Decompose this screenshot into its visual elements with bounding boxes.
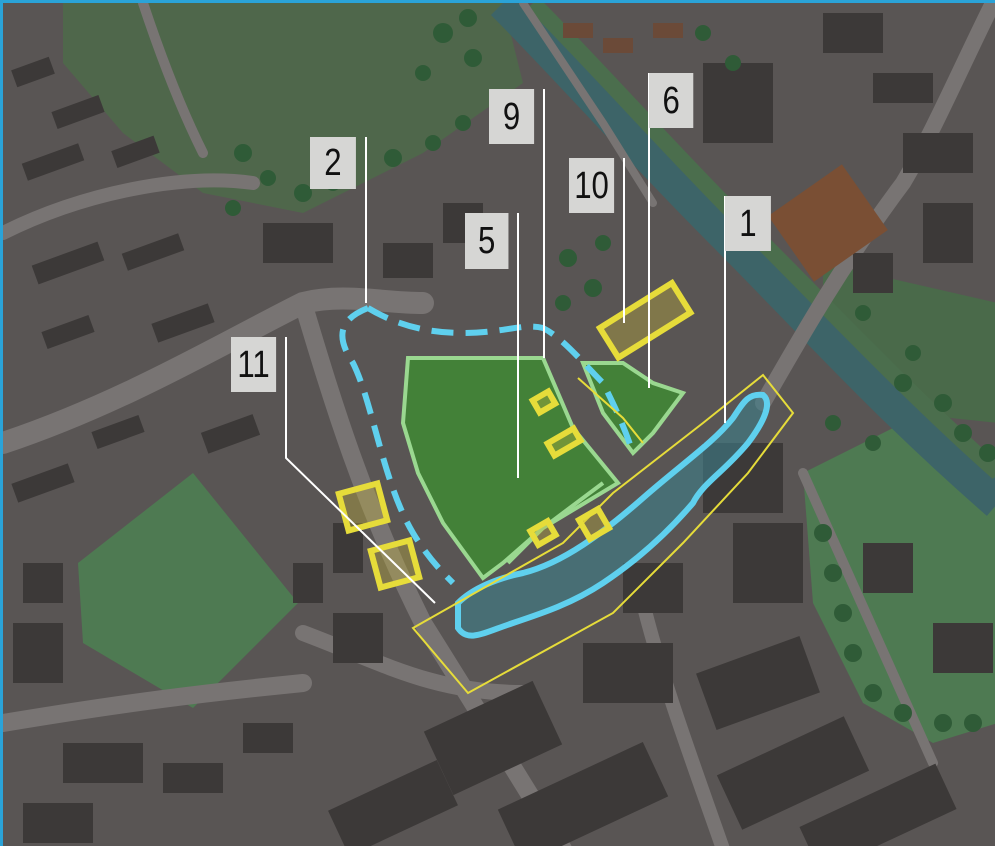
parcel: [335, 479, 391, 535]
road: [138, 3, 208, 158]
road: [519, 3, 657, 207]
callout-6: 6: [649, 73, 694, 128]
trees: [225, 9, 995, 732]
road: [295, 625, 531, 701]
roads: [3, 3, 995, 846]
map-canvas: [3, 3, 995, 846]
road: [3, 674, 312, 732]
route-2-dashed: [339, 305, 636, 586]
parcel: [526, 516, 560, 550]
parcel: [528, 387, 560, 417]
road: [755, 3, 995, 411]
callout-9: 9: [489, 89, 535, 144]
callout-11: 11: [231, 337, 277, 392]
parcel-10: [595, 278, 695, 362]
site-area-6: [580, 361, 687, 457]
road: [798, 468, 938, 768]
parcel: [574, 504, 614, 544]
boundary-10-line: [577, 377, 644, 444]
callout-1: 1: [725, 196, 771, 251]
riverside-green: [823, 263, 995, 423]
callout-10: 10: [569, 158, 615, 213]
road: [3, 173, 260, 240]
callout-2: 2: [310, 137, 356, 189]
road: [3, 287, 434, 454]
northwest-park: [63, 3, 523, 213]
site-area-1: [455, 391, 770, 639]
site-area-link: [506, 481, 605, 565]
road: [636, 596, 730, 846]
leader-11: [285, 337, 436, 604]
buildings: [11, 13, 993, 846]
parcel: [543, 424, 585, 460]
callout-5: 5: [465, 213, 509, 269]
site-area-5: [400, 356, 622, 581]
west-playing-field: [78, 473, 298, 708]
